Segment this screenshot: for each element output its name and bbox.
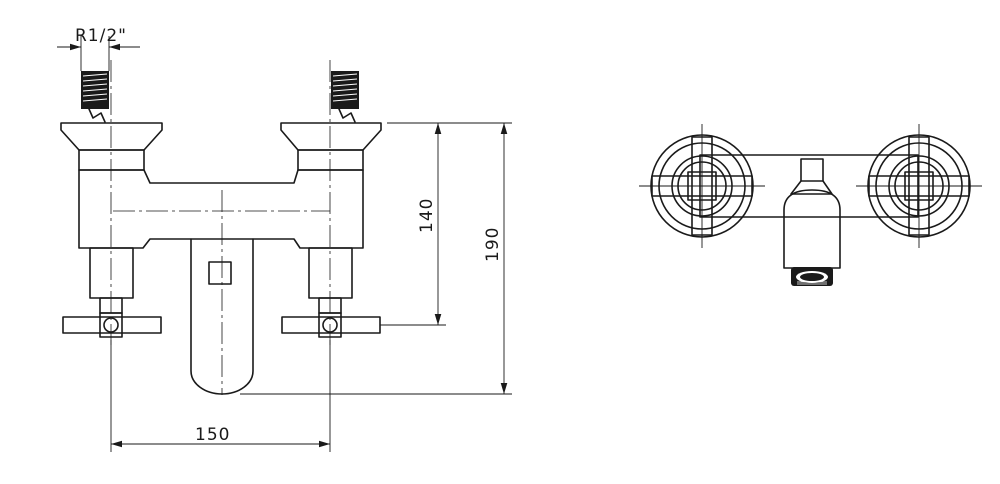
right-cross-handle (281, 312, 381, 338)
left-thread-inlet (81, 71, 109, 123)
left-valve-stem (89, 247, 134, 299)
thread-dimension: R1/2" (57, 26, 140, 71)
top-spout (783, 158, 841, 286)
right-flange (280, 122, 382, 151)
front-view: R1/2" 140 190 150 (57, 26, 512, 452)
height-190-label: 190 (483, 227, 503, 262)
width-150-dimension: 150 (110, 340, 331, 452)
height-140-label: 140 (417, 198, 437, 233)
left-cross-handle (62, 312, 162, 338)
height-140-dimension: 140 (380, 122, 446, 326)
left-coupling (78, 149, 145, 171)
left-top-cross-handle (639, 124, 765, 248)
right-thread-inlet (331, 71, 359, 123)
right-valve-stem (308, 247, 353, 299)
spout-aerator-square (208, 261, 232, 285)
front-centerlines (110, 60, 331, 395)
top-view (639, 124, 982, 286)
left-flange (60, 122, 163, 151)
thread-dimension-label: R1/2" (75, 26, 127, 46)
mixer-body (78, 169, 364, 249)
right-coupling (297, 149, 364, 171)
height-190-dimension: 190 (240, 122, 512, 395)
right-top-cross-handle (856, 124, 982, 248)
width-150-label: 150 (195, 425, 230, 445)
